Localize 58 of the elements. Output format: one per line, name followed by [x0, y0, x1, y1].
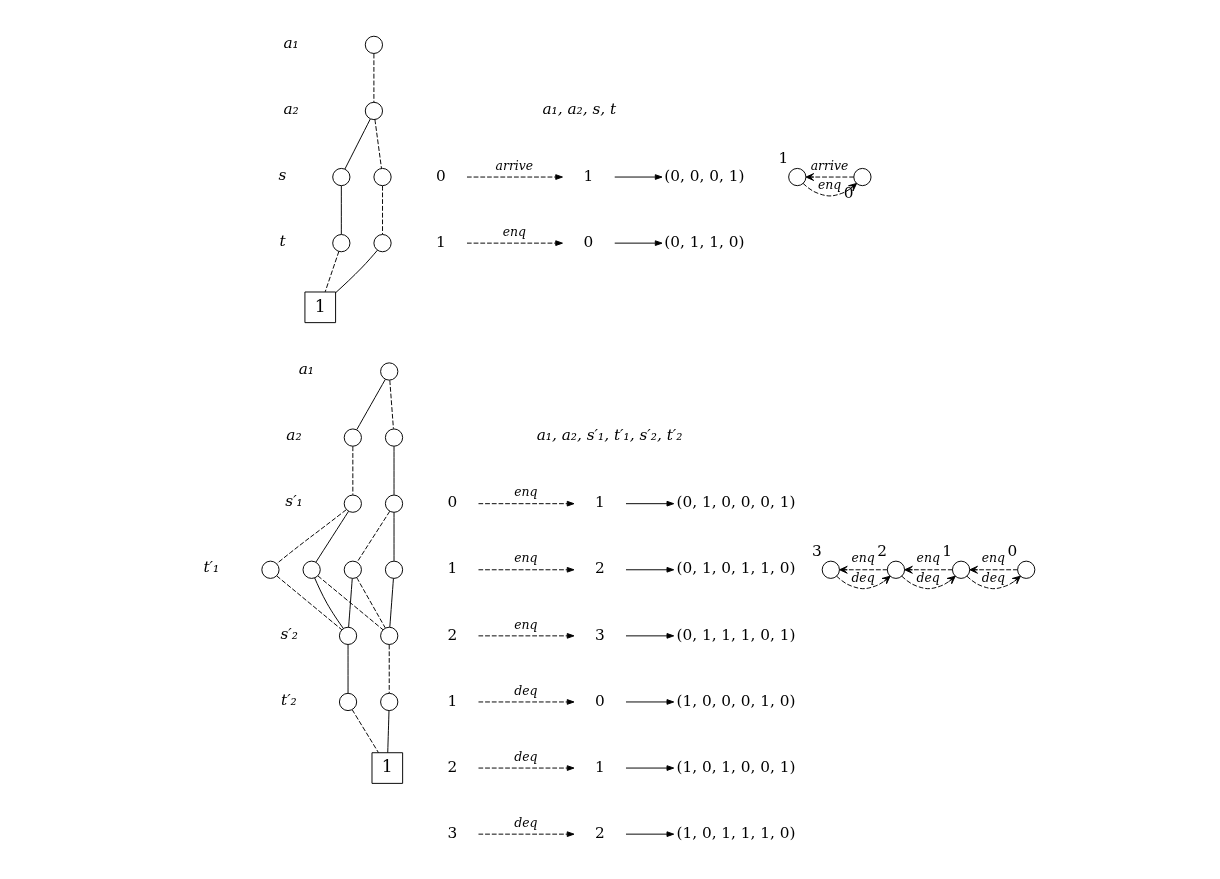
node-text: 3 [594, 625, 605, 644]
label: s′₂ [280, 624, 298, 643]
node-text: (0, 1, 0, 0, 0, 1) [675, 493, 796, 512]
node-text: (0, 1, 1, 1, 0, 1) [675, 625, 796, 644]
edge-label: enq [850, 550, 875, 566]
label: a₂ [285, 426, 302, 445]
node-text: 1 [447, 559, 457, 578]
node-text: (0, 1, 1, 0) [663, 232, 744, 251]
node-text: (0, 0, 0, 1) [663, 166, 744, 185]
node-text: (1, 0, 1, 1, 1, 0) [675, 823, 796, 842]
edge-label: enq [981, 550, 1005, 566]
edge-label: deq [513, 682, 538, 698]
node-text: 1 [594, 493, 605, 512]
node-text: 2 [594, 823, 605, 842]
node-label: 0 [843, 183, 853, 202]
label: s [278, 165, 286, 184]
node-text: 1 [594, 757, 605, 776]
node-text: 0 [435, 166, 446, 185]
edge-label: deq [850, 569, 875, 585]
node-text: 2 [447, 625, 457, 644]
label: a₁ [298, 360, 314, 379]
edge-label: enq [513, 616, 538, 632]
node-text: 0 [583, 232, 593, 251]
node-text: (0, 1, 0, 1, 1, 0) [675, 559, 796, 578]
edge-label: enq [817, 176, 841, 192]
edge-label: deq [513, 814, 538, 830]
label: a₁, a₂, s, t [541, 99, 616, 118]
edge-label: deq [981, 569, 1005, 585]
node-label: 0 [1006, 542, 1017, 561]
edge-label: arrive [810, 157, 848, 173]
node-text: 0 [594, 691, 605, 710]
label: s′₁ [284, 492, 303, 511]
node-text: 2 [447, 757, 457, 776]
edge-label: enq [502, 223, 526, 239]
node-text: 0 [447, 493, 457, 512]
node-text: 1 [435, 232, 446, 251]
label: a₁ [282, 33, 299, 52]
edge-label: enq [513, 550, 538, 566]
edge-label: arrive [495, 157, 533, 173]
edge-label: enq [513, 484, 538, 500]
node-text: (1, 0, 1, 0, 0, 1) [675, 757, 796, 776]
node-text: 1 [447, 691, 457, 710]
node-label: 1 [778, 149, 788, 168]
label: t′₁ [202, 558, 219, 577]
node-text: (1, 0, 0, 0, 1, 0) [675, 691, 796, 710]
label: t′₂ [280, 690, 297, 709]
label: a₂ [282, 99, 299, 118]
node-text: 1 [583, 166, 593, 185]
edge-label: deq [916, 569, 940, 585]
edge-label: enq [916, 550, 940, 566]
edge-label: deq [513, 748, 538, 764]
label: a₁, a₂, s′₁, t′₁, s′₂, t′₂ [536, 426, 682, 445]
node-label: 2 [876, 542, 887, 561]
node-text: 2 [594, 559, 605, 578]
node-label: 3 [811, 542, 822, 561]
label: t [279, 231, 286, 250]
node-text: 3 [447, 823, 457, 842]
node-label: 1 [941, 542, 952, 561]
